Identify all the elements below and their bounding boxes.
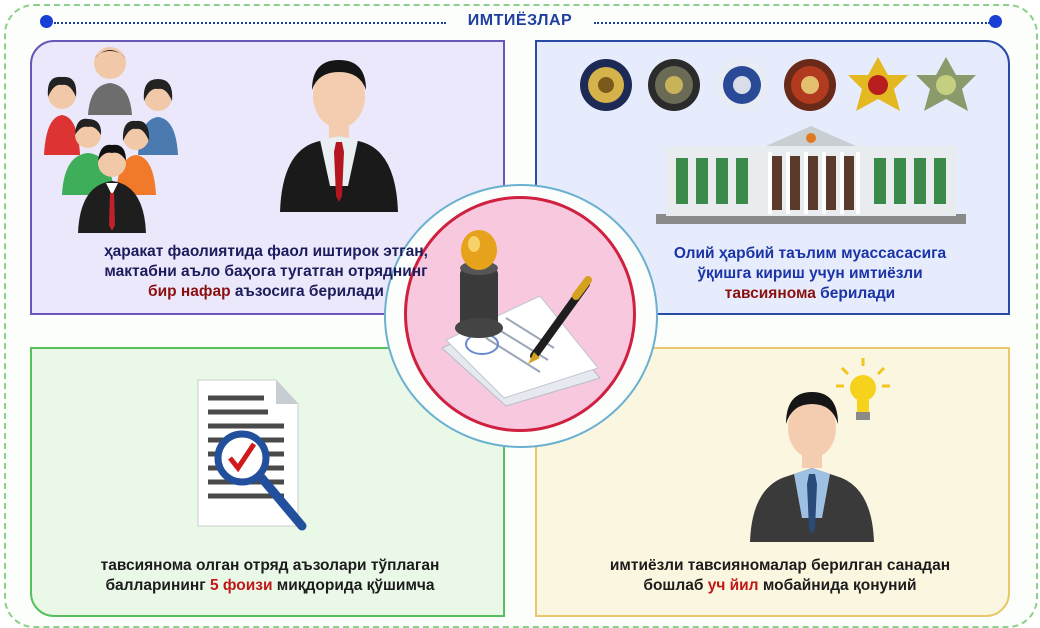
businessman-icon bbox=[280, 60, 398, 212]
group-people-icon bbox=[44, 47, 178, 233]
top-right-description: Олий ҳарбий таълим муассасасига ўқишга к… bbox=[600, 244, 1020, 304]
bottom-right-line-2-rest: мобайнида қонуний bbox=[758, 577, 917, 594]
idea-person-icon bbox=[750, 392, 874, 542]
top-right-line-3-rest: берилади bbox=[815, 285, 896, 302]
top-right-line-3: тавсиянома берилади bbox=[600, 284, 1020, 304]
header-dot-right bbox=[989, 15, 1002, 28]
header-line-right bbox=[594, 22, 990, 24]
bottom-right-line-1: имтиёзли тавсияномалар берилган санадан bbox=[609, 557, 951, 574]
top-left-line-1: ҳаракат фаолиятида фаол иштирок этган, bbox=[104, 243, 428, 260]
top-right-highlight: тавсиянома bbox=[724, 285, 816, 302]
bottom-left-description: тавсиянома олган отряд аъзолари тўплаган… bbox=[40, 556, 500, 596]
top-left-highlight: бир нафар bbox=[148, 283, 231, 300]
bottom-left-line-2: балларининг 5 фоизи миқдорида қўшимча bbox=[40, 576, 500, 596]
bottom-right-description: имтиёзли тавсияномалар берилган санадан … bbox=[560, 556, 1000, 596]
header-dot-left bbox=[40, 15, 53, 28]
top-right-line-2: ўқишга кириш учун имтиёзли bbox=[697, 265, 923, 282]
bottom-left-line-2-start: балларининг bbox=[105, 577, 210, 594]
top-left-line-3: бир нафар аъзосига берилади bbox=[36, 282, 496, 302]
bottom-left-line-2-rest: миқдорида қўшимча bbox=[272, 577, 435, 594]
page-title: ИМТИЁЗЛАР bbox=[467, 12, 573, 29]
bottom-right-line-2-start: бошлаб bbox=[643, 577, 708, 594]
top-left-line-2: мактабни аъло баҳога тугатган отряднинг bbox=[104, 263, 428, 280]
checklist-magnifier-icon bbox=[197, 379, 307, 531]
lightbulb-icon bbox=[836, 358, 890, 420]
bottom-left-line-1: тавсиянома олган отряд аъзолари тўплаган bbox=[100, 557, 440, 574]
top-left-line-3-rest: аъзосига берилади bbox=[230, 283, 384, 300]
bottom-left-highlight: 5 фоизи bbox=[209, 577, 273, 594]
stamp-document-icon bbox=[441, 230, 601, 407]
building-icon bbox=[656, 126, 966, 224]
top-right-line-1: Олий ҳарбий таълим муассасасига bbox=[673, 245, 947, 262]
bottom-right-highlight: уч йил bbox=[707, 577, 759, 594]
top-left-description: ҳаракат фаолиятида фаол иштирок этган, м… bbox=[36, 242, 496, 302]
emblem-icon bbox=[580, 57, 976, 111]
bottom-right-line-2: бошлаб уч йил мобайнида қонуний bbox=[560, 576, 1000, 596]
header-line-left bbox=[54, 22, 446, 24]
